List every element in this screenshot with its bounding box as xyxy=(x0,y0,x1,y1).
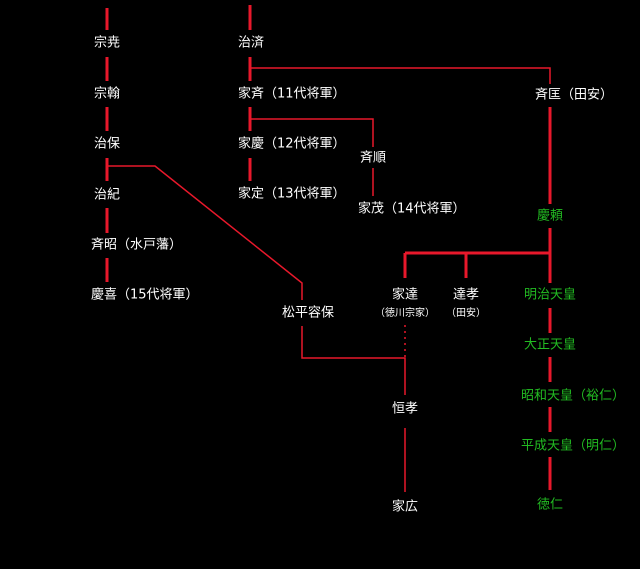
node-matsudaira: 松平容保 xyxy=(282,305,334,321)
node-munetaka: 宗尭 xyxy=(94,35,120,51)
node-munemoto: 宗翰 xyxy=(94,86,120,102)
node-tsunenari: 恒孝 xyxy=(392,402,418,417)
node-narimasa: 斉匡（田安） xyxy=(535,87,613,103)
node-yoshiyori: 慶頼 xyxy=(537,209,563,224)
node-heisei: 平成天皇（明仁） xyxy=(521,439,625,454)
node-satotaka: 達孝 xyxy=(453,288,479,303)
naritsugu-link-line xyxy=(250,118,374,147)
matsudaira-tsunenari-line xyxy=(301,326,406,395)
node-iesato: 家達 xyxy=(392,287,418,303)
node-yoshinobu: 慶喜（15代将軍） xyxy=(91,288,199,303)
node-naruhito: 徳仁 xyxy=(537,498,563,513)
node-showa: 昭和天皇（裕仁） xyxy=(521,389,625,404)
node-labels: 宗尭 宗翰 治保 治紀 斉昭（水戸藩） 慶喜（15代将軍） 治済 家斉（11代将… xyxy=(91,35,625,515)
node-ieyoshi: 家慶（12代将軍） xyxy=(238,136,346,152)
connector-lines xyxy=(105,5,552,492)
node-satotaka-sub: （田安） xyxy=(446,306,486,319)
node-harusada: 治済 xyxy=(238,35,264,51)
node-iesada: 家定（13代将軍） xyxy=(238,186,346,202)
node-taisho: 大正天皇 xyxy=(524,338,576,353)
node-iehiro: 家広 xyxy=(392,499,418,515)
node-iemochi: 家茂（14代将軍） xyxy=(358,201,466,217)
matsudaira-link-line xyxy=(107,165,303,300)
node-naritsugu: 斉順 xyxy=(360,150,386,166)
narimasa-link-line xyxy=(250,67,551,84)
node-nariaki: 斉昭（水戸藩） xyxy=(91,237,182,253)
node-iesato-sub: （徳川宗家） xyxy=(375,306,435,319)
node-harutoshi: 治紀 xyxy=(94,188,120,203)
node-ienari: 家斉（11代将軍） xyxy=(238,86,346,102)
node-harumori: 治保 xyxy=(94,137,120,152)
node-meiji: 明治天皇 xyxy=(524,288,576,303)
